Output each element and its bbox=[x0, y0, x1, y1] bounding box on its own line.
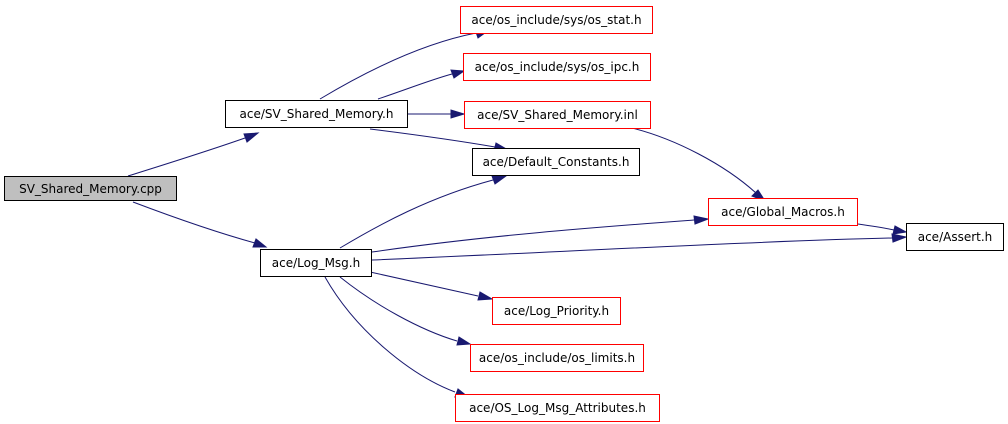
edge-sv-shared-memory-h-to-default-constants-h bbox=[369, 128, 496, 148]
node-os-stat-h[interactable]: ace/os_include/sys/os_stat.h bbox=[460, 6, 653, 34]
arrowhead bbox=[892, 225, 908, 235]
node-sv-shared-memory-h[interactable]: ace/SV_Shared_Memory.h bbox=[225, 100, 408, 128]
edge-log-msg-h-to-assert-h bbox=[371, 237, 893, 261]
node-log-msg-h[interactable]: ace/Log_Msg.h bbox=[260, 249, 372, 277]
arrowhead bbox=[477, 291, 494, 301]
edge-global-macros-h-to-assert-h bbox=[857, 223, 895, 231]
edge-sv-shared-memory-h-to-os-stat-h bbox=[319, 32, 477, 100]
node-os-ipc-h[interactable]: ace/os_include/sys/os_ipc.h bbox=[463, 53, 651, 81]
arrowhead bbox=[456, 336, 472, 346]
node-sv-shared-memory-inl[interactable]: ace/SV_Shared_Memory.inl bbox=[464, 101, 651, 129]
edge-sv-shared-memory-inl-to-global-macros-h bbox=[627, 126, 757, 194]
edge-sv-shared-memory-h-to-os-ipc-h bbox=[377, 73, 453, 100]
edge-log-msg-h-to-default-constants-h bbox=[339, 179, 494, 249]
node-sv-shared-memory-cpp: SV_Shared_Memory.cpp bbox=[4, 176, 177, 201]
edge-log-msg-h-to-log-priority-h bbox=[369, 271, 479, 297]
arrowhead bbox=[450, 69, 466, 79]
edge-log-msg-h-to-os-log-msg-attributes-h bbox=[324, 276, 456, 393]
edge-log-msg-h-to-os-limits-h bbox=[339, 276, 458, 342]
node-log-priority-h[interactable]: ace/Log_Priority.h bbox=[492, 297, 621, 325]
arrowhead bbox=[693, 215, 710, 225]
arrowhead bbox=[891, 233, 908, 243]
node-os-log-msg-attributes-h[interactable]: ace/OS_Log_Msg_Attributes.h bbox=[455, 394, 660, 422]
node-default-constants-h[interactable]: ace/Default_Constants.h bbox=[472, 148, 640, 176]
arrowhead bbox=[252, 238, 268, 248]
arrowhead bbox=[450, 109, 466, 119]
node-os-limits-h[interactable]: ace/os_include/os_limits.h bbox=[470, 344, 644, 372]
edge-cpp-to-sv-shared-memory-h bbox=[127, 137, 246, 177]
node-assert-h[interactable]: ace/Assert.h bbox=[906, 223, 1004, 251]
arrowhead bbox=[491, 175, 508, 185]
edge-log-msg-h-to-global-macros-h bbox=[371, 219, 695, 253]
arrowhead bbox=[243, 132, 260, 143]
node-global-macros-h[interactable]: ace/Global_Macros.h bbox=[708, 198, 858, 226]
edge-cpp-to-log-msg-h bbox=[132, 201, 256, 244]
